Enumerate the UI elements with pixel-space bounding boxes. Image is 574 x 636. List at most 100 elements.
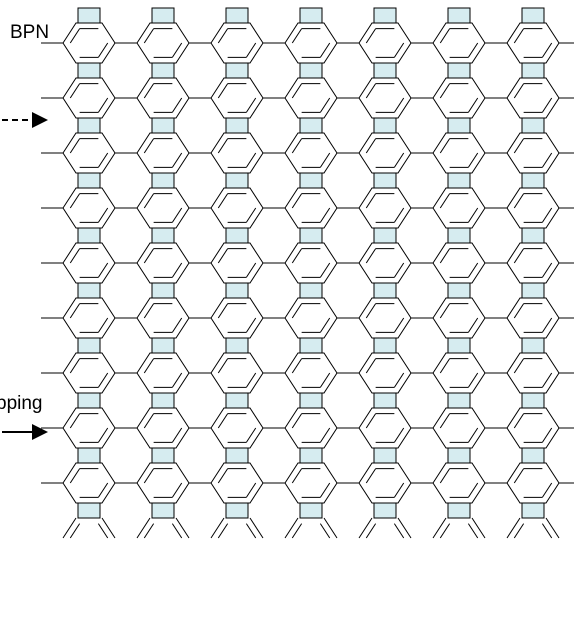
double-bond-line	[97, 97, 109, 113]
double-bond-line	[365, 28, 377, 44]
square-linker	[225, 282, 249, 299]
double-bond-line	[69, 413, 81, 429]
square-linker	[521, 7, 545, 24]
double-bond-line	[97, 262, 109, 278]
double-bond-line	[291, 248, 303, 264]
square-linker	[521, 502, 545, 519]
double-bond-line	[245, 152, 257, 168]
double-bond-line	[541, 482, 553, 498]
double-bond-line	[217, 248, 229, 264]
double-bond-line	[439, 248, 451, 264]
square-linker	[299, 502, 323, 519]
double-bond-line	[365, 523, 377, 539]
double-bond-line	[97, 482, 109, 498]
square-linker	[151, 117, 175, 134]
double-bond-line	[319, 152, 331, 168]
double-bond-line	[439, 413, 451, 429]
double-bond-line	[513, 193, 525, 209]
double-bond-line	[291, 83, 303, 99]
square-linker	[299, 62, 323, 79]
double-bond-line	[541, 262, 553, 278]
square-linker	[151, 502, 175, 519]
square-linker	[299, 282, 323, 299]
square-linker	[447, 7, 471, 24]
square-linker	[299, 227, 323, 244]
double-bond-line	[245, 523, 257, 539]
double-bond-line	[69, 193, 81, 209]
double-bond-line	[319, 523, 331, 539]
double-bond-line	[541, 523, 553, 539]
double-bond-line	[171, 482, 183, 498]
partial-hexagon-edge	[284, 517, 299, 539]
double-bond-line	[467, 427, 479, 443]
double-bond-line	[245, 427, 257, 443]
square-linker	[151, 172, 175, 189]
square-linker	[299, 7, 323, 24]
double-bond-line	[467, 317, 479, 333]
square-linker	[447, 62, 471, 79]
double-bond-line	[291, 138, 303, 154]
double-bond-line	[217, 138, 229, 154]
double-bond-line	[245, 317, 257, 333]
square-linker	[373, 117, 397, 134]
square-linker	[447, 392, 471, 409]
double-bond-line	[143, 413, 155, 429]
square-linker	[521, 337, 545, 354]
double-bond-line	[439, 358, 451, 374]
square-linker	[299, 447, 323, 464]
square-linker	[77, 502, 101, 519]
partial-hexagon-edge	[210, 517, 225, 539]
square-linker	[447, 227, 471, 244]
double-bond-line	[365, 413, 377, 429]
double-bond-line	[97, 317, 109, 333]
square-linker	[77, 117, 101, 134]
double-bond-line	[467, 482, 479, 498]
double-bond-line	[541, 152, 553, 168]
double-bond-line	[319, 372, 331, 388]
double-bond-line	[365, 468, 377, 484]
square-linker	[521, 172, 545, 189]
square-linker	[151, 227, 175, 244]
square-linker	[447, 502, 471, 519]
double-bond-line	[541, 317, 553, 333]
square-linker	[225, 62, 249, 79]
square-linker	[299, 392, 323, 409]
square-linker	[151, 7, 175, 24]
double-bond-line	[217, 523, 229, 539]
double-bond-line	[365, 303, 377, 319]
double-bond-line	[393, 207, 405, 223]
double-bond-line	[439, 303, 451, 319]
square-linker	[225, 337, 249, 354]
double-bond-line	[439, 28, 451, 44]
square-linker	[225, 117, 249, 134]
double-bond-line	[143, 248, 155, 264]
double-bond-line	[143, 193, 155, 209]
double-bond-line	[69, 138, 81, 154]
double-bond-line	[467, 372, 479, 388]
square-linker	[77, 172, 101, 189]
double-bond-line	[171, 97, 183, 113]
double-bond-line	[97, 427, 109, 443]
square-linker	[77, 447, 101, 464]
double-bond-line	[541, 207, 553, 223]
square-linker	[521, 447, 545, 464]
double-bond-line	[143, 358, 155, 374]
square-linker	[225, 502, 249, 519]
double-bond-line	[245, 372, 257, 388]
double-bond-line	[513, 303, 525, 319]
square-linker	[521, 227, 545, 244]
double-bond-line	[97, 523, 109, 539]
square-linker	[225, 392, 249, 409]
double-bond-line	[393, 482, 405, 498]
double-bond-line	[467, 152, 479, 168]
double-bond-line	[69, 28, 81, 44]
double-bond-line	[217, 468, 229, 484]
double-bond-line	[467, 42, 479, 58]
double-bond-line	[97, 42, 109, 58]
double-bond-line	[69, 248, 81, 264]
double-bond-line	[171, 523, 183, 539]
double-bond-line	[467, 207, 479, 223]
partial-hexagon-edge	[249, 517, 264, 539]
square-linker	[77, 227, 101, 244]
square-linker	[373, 62, 397, 79]
